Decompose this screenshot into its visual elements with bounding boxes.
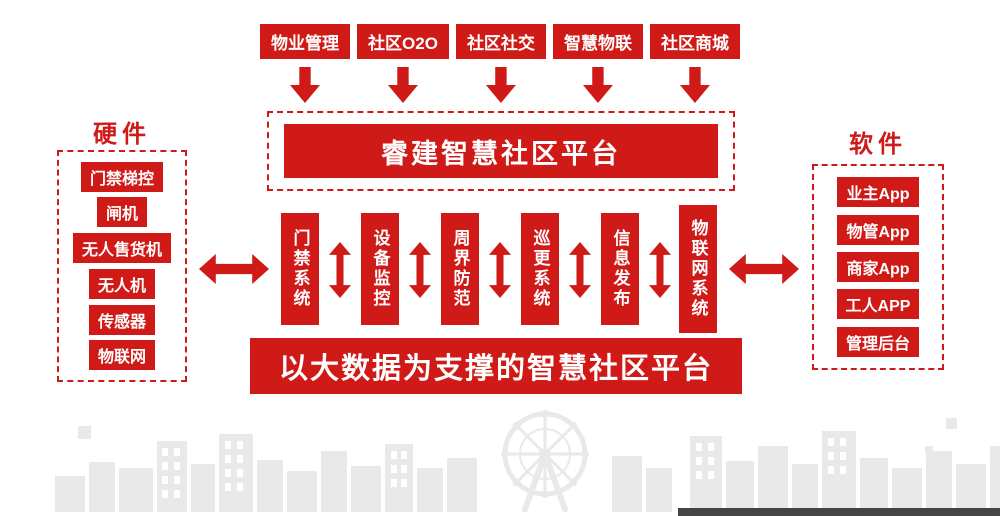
top-module: 社区商城 <box>649 24 740 103</box>
top-module-label: 物业管理 <box>260 24 350 59</box>
building-windows <box>162 438 846 498</box>
ferris-wheel-icon <box>501 410 589 512</box>
top-modules-row: 物业管理 社区O2O 社区社交 智慧物联 社区商城 <box>260 24 740 103</box>
double-arrow-vertical-icon <box>649 242 671 298</box>
city-skyline-illustration <box>55 410 1000 512</box>
top-module-label: 社区社交 <box>455 24 546 59</box>
top-module: 物业管理 <box>260 24 350 103</box>
software-item: 商家App <box>837 251 919 282</box>
buildings-silhouette <box>55 418 1000 512</box>
bottom-right-dark-bar <box>678 508 1000 516</box>
hardware-item: 闸机 <box>96 197 147 228</box>
down-arrow-icon <box>290 67 320 103</box>
hardware-panel: 门禁梯控 闸机 无人售货机 无人机 传感器 物联网 <box>57 150 187 382</box>
system-column: 门禁系统 <box>281 213 319 325</box>
top-module: 智慧物联 <box>552 24 643 103</box>
double-arrow-vertical-icon <box>409 242 431 298</box>
double-arrow-horizontal-icon <box>199 254 269 284</box>
down-arrow-icon <box>679 67 710 103</box>
system-column: 周界防范 <box>441 213 479 325</box>
platform-title: 睿建智慧社区平台 <box>284 124 718 178</box>
top-module-label: 智慧物联 <box>552 24 643 59</box>
top-module: 社区社交 <box>455 24 546 103</box>
double-arrow-vertical-icon <box>489 242 511 298</box>
hardware-item: 无人机 <box>88 268 155 299</box>
down-arrow-icon <box>485 67 516 103</box>
software-item: 工人APP <box>836 289 920 320</box>
hardware-item: 无人售货机 <box>72 233 171 264</box>
down-arrow-icon <box>387 67 418 103</box>
system-column: 巡更系统 <box>521 213 559 325</box>
down-arrow-icon <box>582 67 613 103</box>
software-panel: 业主App 物管App 商家App 工人APP 管理后台 <box>812 164 944 370</box>
double-arrow-vertical-icon <box>329 242 351 298</box>
system-column: 信息发布 <box>601 213 639 325</box>
hardware-item: 物联网 <box>88 340 155 371</box>
software-item: 业主App <box>837 177 919 208</box>
software-item: 物管App <box>837 214 919 245</box>
software-title: 软件 <box>849 131 907 158</box>
platform-dashed-frame: 睿建智慧社区平台 <box>267 111 735 191</box>
top-module-label: 社区商城 <box>649 24 740 59</box>
top-module: 社区O2O <box>357 24 449 103</box>
hardware-item: 传感器 <box>88 304 155 335</box>
hardware-title: 硬件 <box>93 121 151 148</box>
software-item: 管理后台 <box>836 326 919 357</box>
double-arrow-vertical-icon <box>569 242 591 298</box>
bottom-banner-title: 以大数据为支撑的智慧社区平台 <box>250 338 742 394</box>
system-column: 物联网系统 <box>679 205 717 333</box>
hardware-item: 门禁梯控 <box>80 161 163 192</box>
system-column: 设备监控 <box>361 213 399 325</box>
double-arrow-horizontal-icon <box>729 254 799 284</box>
top-module-label: 社区O2O <box>357 24 449 59</box>
